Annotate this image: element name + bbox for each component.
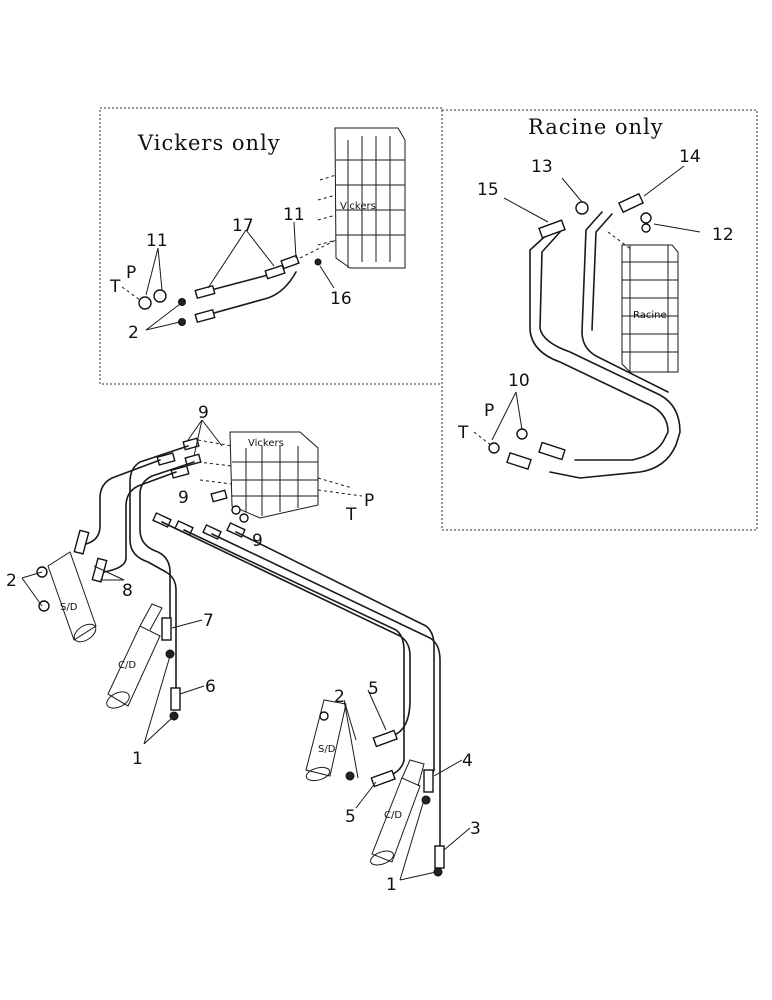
callout-4: 4 bbox=[462, 751, 473, 771]
vickers-inset-hoses bbox=[121, 239, 337, 326]
callout-5: 5 bbox=[345, 807, 356, 827]
callout-8: 8 bbox=[122, 581, 133, 601]
port-p: P bbox=[484, 401, 494, 421]
racine-inset-hoses bbox=[488, 192, 681, 479]
callout-11: 11 bbox=[283, 205, 305, 225]
cylinder-sd-left: S/D bbox=[36, 551, 97, 643]
callout-10: 10 bbox=[508, 371, 530, 391]
callout-2: 2 bbox=[6, 571, 17, 591]
callout-1: 1 bbox=[132, 749, 143, 769]
port-t: T bbox=[345, 505, 357, 525]
port-p: P bbox=[126, 263, 136, 283]
cd-left-label: C/D bbox=[118, 660, 136, 671]
sd-right-label: S/D bbox=[318, 744, 336, 755]
callout-12: 12 bbox=[712, 225, 734, 245]
callout-11: 11 bbox=[146, 231, 168, 251]
racine-valve-label: Racine bbox=[633, 310, 667, 321]
callout-16: 16 bbox=[330, 289, 352, 309]
callout-7: 7 bbox=[203, 611, 214, 631]
callout-9: 9 bbox=[178, 488, 189, 508]
callout-2: 2 bbox=[334, 687, 345, 707]
racine-inset-valve: Racine bbox=[607, 231, 679, 373]
racine-inset-callouts bbox=[473, 165, 701, 447]
cylinder-cd-right: C/D bbox=[370, 759, 443, 877]
racine-only-title: Racine only bbox=[528, 115, 664, 139]
callout-13: 13 bbox=[531, 157, 553, 177]
port-p: P bbox=[364, 491, 374, 511]
port-t: T bbox=[109, 277, 121, 297]
callout-3: 3 bbox=[470, 819, 481, 839]
callout-15: 15 bbox=[477, 180, 499, 200]
main-callout-leaders bbox=[21, 419, 471, 881]
callout-1: 1 bbox=[386, 875, 397, 895]
vickers-only-title: Vickers only bbox=[137, 131, 281, 155]
cylinder-sd-right: S/D bbox=[305, 699, 355, 782]
racine-only-panel bbox=[441, 109, 758, 531]
main-vickers-valve: Vickers bbox=[197, 431, 363, 519]
vickers-inset-valve: Vickers bbox=[317, 127, 406, 269]
callout-14: 14 bbox=[679, 147, 701, 167]
sd-left-label: S/D bbox=[60, 602, 78, 613]
main-hoses bbox=[79, 445, 441, 851]
cd-right-label: C/D bbox=[384, 810, 402, 821]
callout-2: 2 bbox=[128, 323, 139, 343]
callout-17: 17 bbox=[232, 216, 254, 236]
callout-6: 6 bbox=[205, 677, 216, 697]
port-t: T bbox=[457, 423, 469, 443]
main-valve-label: Vickers bbox=[248, 438, 284, 449]
hose-end-fittings bbox=[73, 529, 445, 869]
callout-9: 9 bbox=[252, 531, 263, 551]
vickers-inset-callouts bbox=[145, 221, 335, 331]
callout-9: 9 bbox=[198, 403, 209, 423]
vickers-inset-valve-label: Vickers bbox=[340, 201, 376, 212]
callout-5: 5 bbox=[368, 679, 379, 699]
